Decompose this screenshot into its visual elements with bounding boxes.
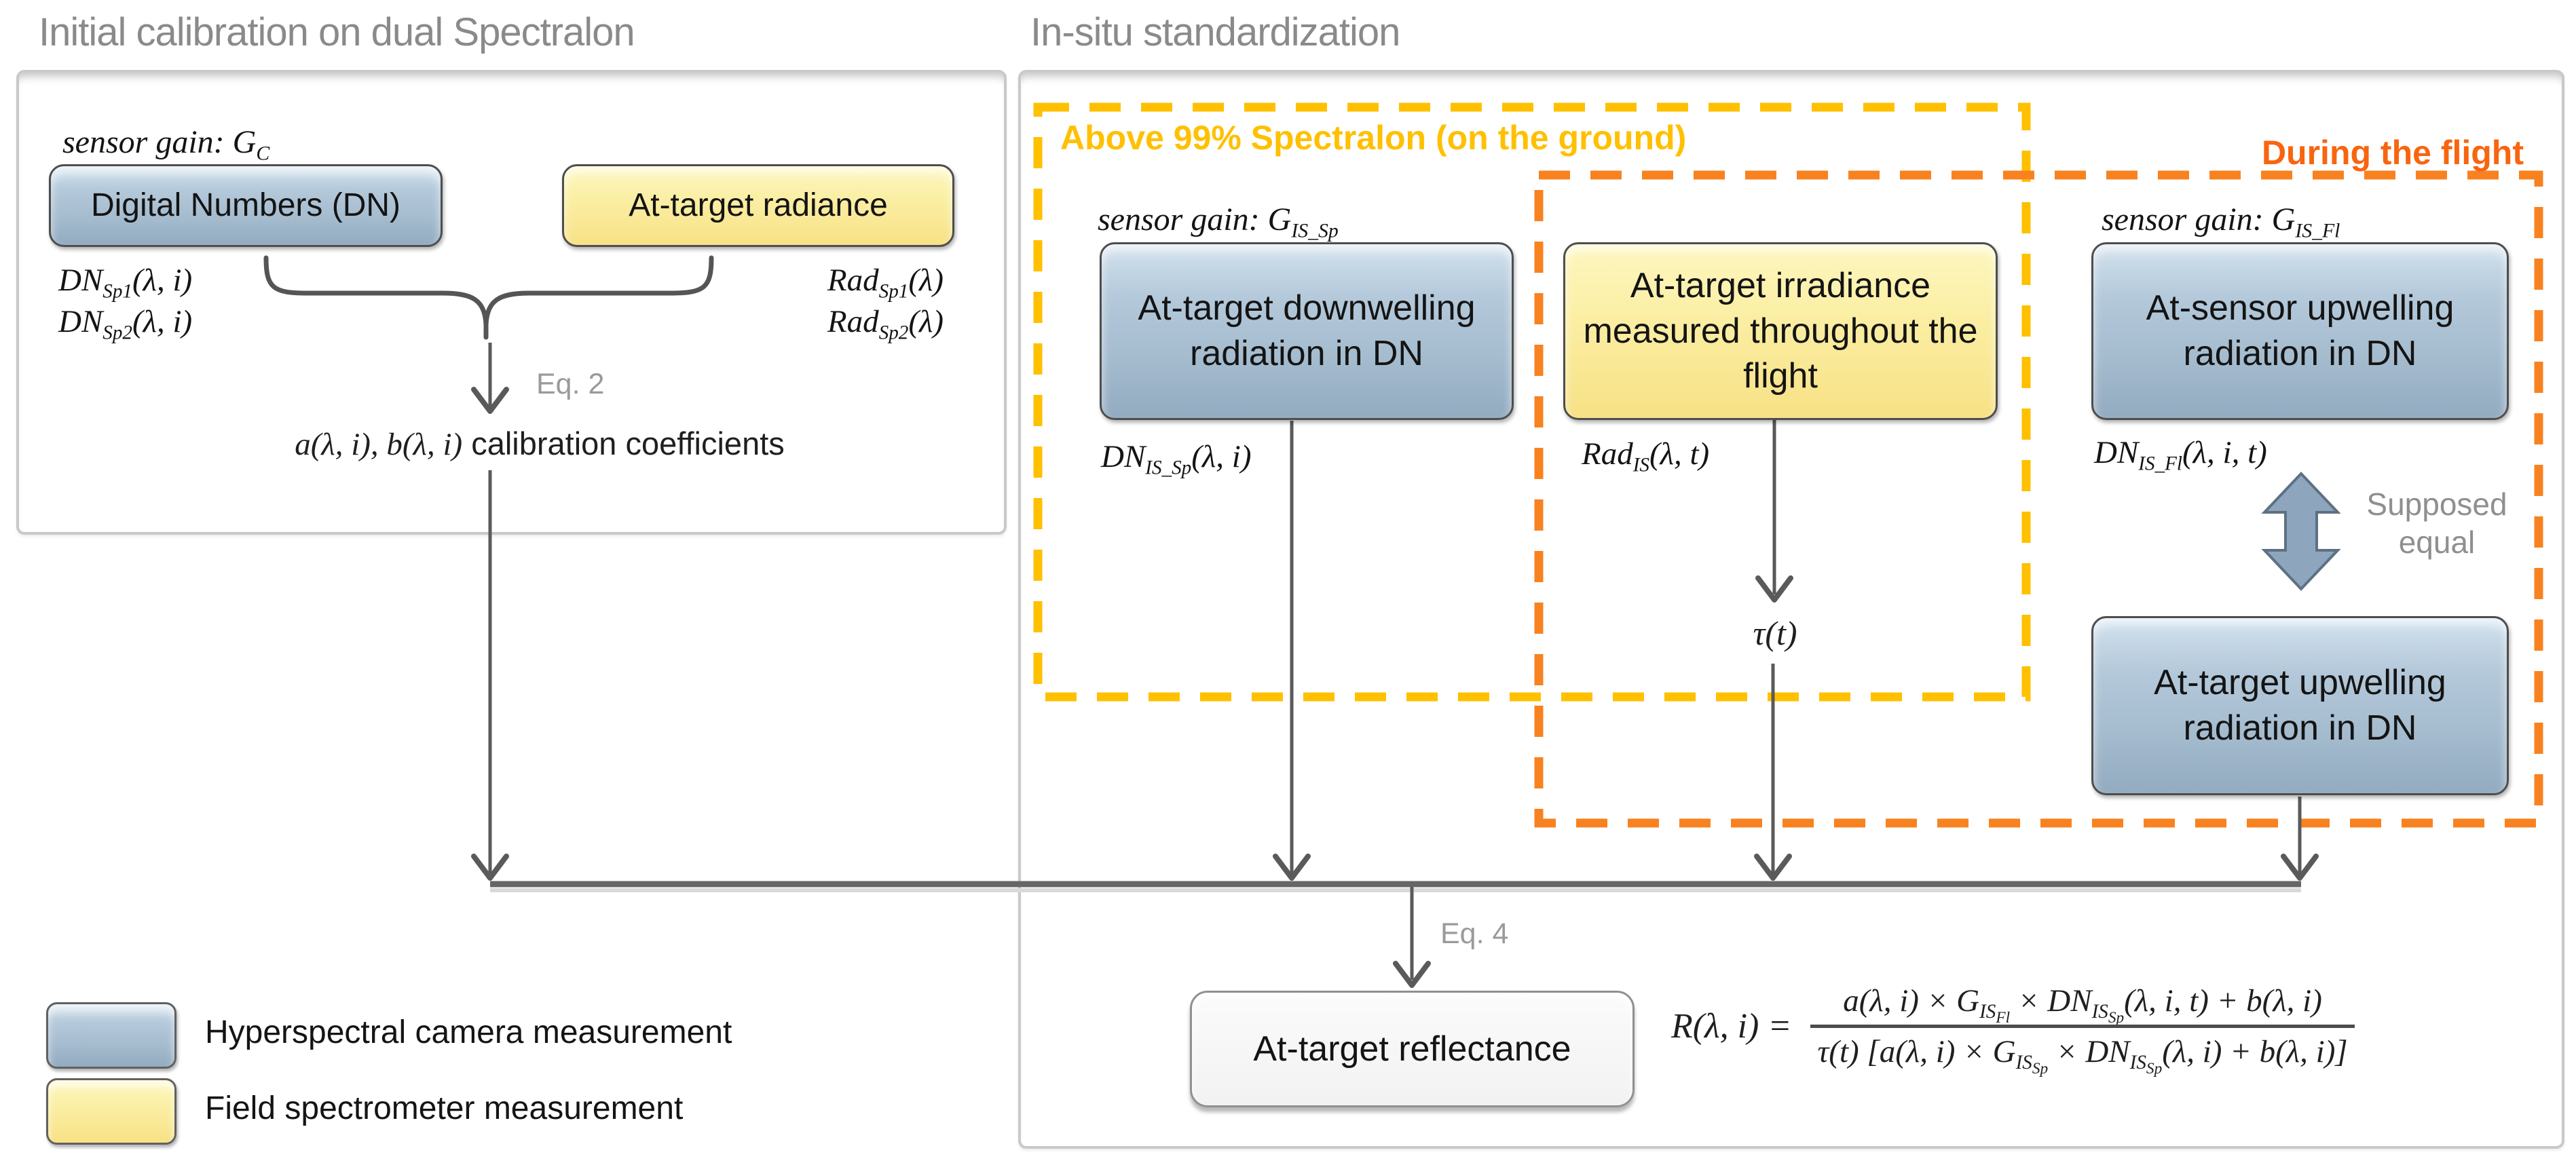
equation-denominator: τ(t) [a(λ, i) × GISSp × DNISSp(λ, i) + b…: [1817, 1034, 2348, 1078]
dn-sp2-label: DNSp2(λ, i): [58, 304, 193, 344]
eq4-label: Eq. 4: [1440, 917, 1509, 950]
at-target-upwelling-box: At-target upwelling radiation in DN: [2091, 616, 2509, 795]
coeff-text-part: calibration coefficients: [462, 425, 785, 461]
yellow-dashed-zone: [1033, 102, 2031, 702]
dn-sp1-label: DNSp1(λ, i): [58, 263, 193, 303]
legend-blue-swatch: [46, 1002, 176, 1069]
supposed-equal-label: Supposed equal: [2366, 487, 2507, 560]
right-section-title: In-situ standardization: [1030, 10, 1400, 54]
yellow-zone-title: Above 99% Spectralon (on the ground): [1060, 119, 1687, 157]
rad-is-label: RadIS(λ, t): [1582, 436, 1710, 476]
downwelling-radiation-box: At-target downwelling radiation in DN: [1100, 242, 1514, 420]
legend-yellow-swatch: [46, 1078, 176, 1145]
at-target-reflectance-box: At-target reflectance: [1190, 991, 1635, 1107]
upwelling-arrowhead: [2281, 854, 2319, 881]
sensor-gain-is-fl-label: sensor gain: GIS_Fl: [2102, 202, 2340, 242]
eq4-arrowhead: [1393, 961, 1431, 988]
eq2-arrowhead: [471, 387, 509, 414]
initial-calibration-panel: [16, 70, 1007, 535]
merge-brace: [263, 255, 714, 340]
rad-sp1-label: RadSp1(λ): [827, 263, 944, 303]
downwelling-arrowhead: [1273, 854, 1311, 881]
calibration-coefficients-label: a(λ, i), b(λ, i) calibration coefficient…: [200, 425, 879, 463]
eq2-label: Eq. 2: [536, 368, 605, 400]
coeff-math-part: a(λ, i), b(λ, i): [295, 427, 463, 462]
sensor-gain-is-sp-label: sensor gain: GIS_Sp: [1098, 202, 1339, 242]
supposed-equal-double-arrow-icon: [2261, 472, 2341, 591]
at-sensor-upwelling-box: At-sensor upwelling radiation in DN: [2091, 242, 2509, 420]
irradiance-measured-box: At-target irradiance measured throughout…: [1563, 242, 1998, 420]
sensor-gain-camera-label: sensor gain: GC: [62, 124, 270, 165]
equation-lhs: R(λ, i) =: [1671, 1007, 1792, 1046]
rad-sp2-label: RadSp2(λ): [827, 304, 944, 344]
equation-numerator: a(λ, i) × GISFl × DNISSp(λ, i, t) + b(λ,…: [1843, 983, 2322, 1027]
digital-numbers-box: Digital Numbers (DN): [49, 164, 443, 247]
reflectance-equation: R(λ, i) = a(λ, i) × GISFl × DNISSp(λ, i,…: [1671, 983, 2355, 1078]
dn-is-fl-label: DNIS_Fl(λ, i, t): [2094, 435, 2267, 475]
equation-fraction: a(λ, i) × GISFl × DNISSp(λ, i, t) + b(λ,…: [1810, 983, 2355, 1078]
irradiance-arrowhead: [1755, 575, 1793, 603]
legend-hyperspectral-label: Hyperspectral camera measurement: [205, 1014, 732, 1050]
left-section-title: Initial calibration on dual Spectralon: [39, 10, 635, 54]
at-target-radiance-box: At-target radiance: [562, 164, 954, 247]
coeff-arrowhead: [471, 854, 509, 881]
orange-zone-title: During the flight: [2261, 134, 2524, 172]
tau-arrowhead: [1754, 854, 1792, 881]
dn-is-sp-label: DNIS_Sp(λ, i): [1101, 439, 1252, 479]
tau-label: τ(t): [1753, 614, 1797, 652]
legend-spectrometer-label: Field spectrometer measurement: [205, 1090, 684, 1126]
fraction-bar: [1810, 1025, 2355, 1028]
